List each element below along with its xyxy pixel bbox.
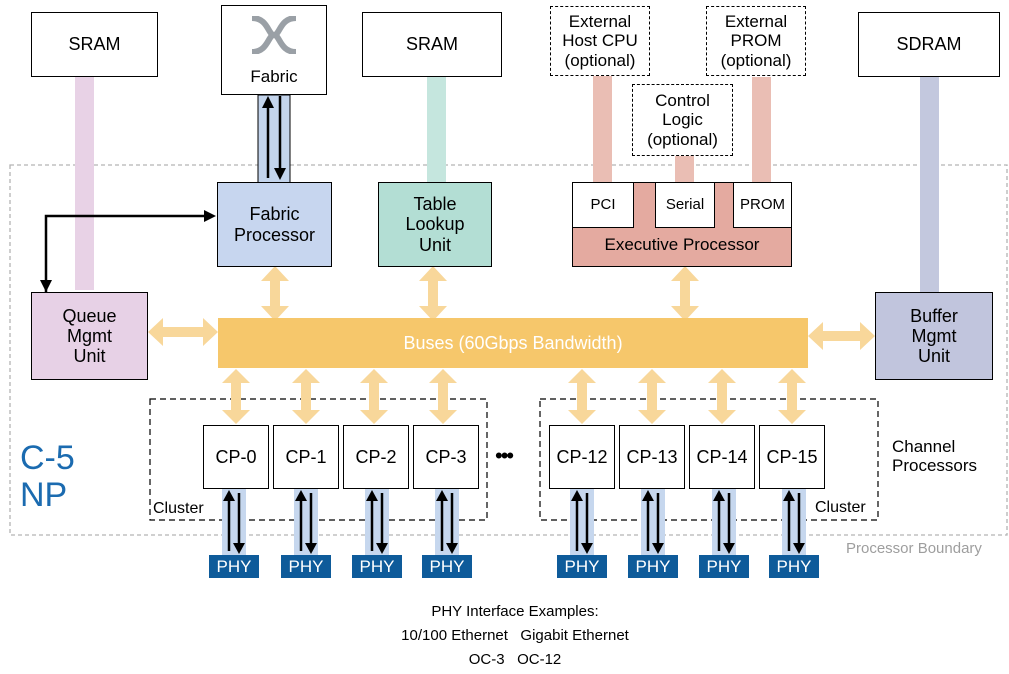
sram-queue-link [75,77,94,290]
bidirectional-arrow-icon [223,490,245,554]
phy-examples-line1: 10/100 Ethernet Gigabit Ethernet [401,627,629,644]
table-lookup-box: Table Lookup Unit [378,182,492,267]
buffer-mgmt-box: Buffer Mgmt Unit [875,292,993,380]
chip-name: C-5 NP [20,439,75,514]
control-logic-label: Control Logic (optional) [647,91,718,149]
sram-mid-box: SRAM [362,12,502,77]
cp-15: CP-15 [759,425,825,489]
bidirectional-arrow-icon [783,490,805,554]
phy-13: PHY [628,555,678,578]
cp-phy-link-5 [641,489,665,555]
prom-label: PROM [740,195,785,213]
cp-phy-link-2 [365,489,389,555]
phy-14: PHY [699,555,749,578]
prom-link [752,77,771,182]
bidirectional-arrow-icon [295,490,317,554]
hostcpu-pci-link [593,76,612,182]
queue-to-fabric-arrowhead [204,210,216,222]
control-logic-box: Control Logic (optional) [632,84,733,156]
cp-1: CP-1 [273,425,339,489]
sdram-buffer-link [920,77,939,292]
fabric-label: Fabric [250,66,298,86]
cluster-left-label: Cluster [153,500,204,518]
cp-phy-link-1 [294,489,318,555]
channel-processors-label: Channel Processors [892,437,978,476]
external-host-cpu-label: External Host CPU (optional) [562,12,638,70]
sram-table-link [427,77,446,185]
cluster-left [149,398,488,521]
executive-processor-label: Executive Processor [604,235,760,254]
external-prom-label: External PROM (optional) [720,12,792,70]
phy-15: PHY [769,555,819,578]
executive-processor-box: PCI Serial PROM Executive Processor [572,182,792,267]
fabric-processor-box: Fabric Processor [217,182,332,267]
phy-3: PHY [422,555,472,578]
phy-0: PHY [209,555,259,578]
bidirectional-arrow-icon [436,490,458,554]
bidirectional-arrow-icon [713,490,735,554]
bus-arrows [148,266,875,350]
cp-14: CP-14 [689,425,755,489]
serial-box: Serial [655,183,715,228]
queue-mgmt-box: Queue Mgmt Unit [31,292,148,380]
serial-label: Serial [665,195,705,213]
sdram-label: SDRAM [896,34,962,55]
queue-mgmt-label: Queue Mgmt Unit [62,305,117,367]
cp-phy-link-6 [712,489,736,555]
phy-12: PHY [557,555,607,578]
cp-13: CP-13 [619,425,685,489]
buses-bar: Buses (60Gbps Bandwidth) [218,318,808,368]
fabric-processor-label: Fabric Processor [233,204,316,245]
phy-1: PHY [281,555,331,578]
processor-boundary [9,164,1008,536]
bidirectional-arrow-icon [642,490,664,554]
sram-left-box: SRAM [31,12,158,77]
cp-phy-link-0 [222,489,246,555]
cp-2: CP-2 [343,425,409,489]
fabric-switch-icon [251,16,297,54]
external-prom-box: External PROM (optional) [706,6,806,76]
processor-boundary-label: Processor Boundary [846,540,982,557]
sram-mid-label: SRAM [405,34,458,55]
fabric-link [257,94,291,184]
cp-12: CP-12 [549,425,615,489]
phy-examples: PHY Interface Examples: 10/100 Ethernet … [360,600,670,672]
pci-label: PCI [590,195,616,213]
bidirectional-arrow-icon [571,490,593,554]
bidirectional-arrow-icon [366,490,388,554]
external-host-cpu-box: External Host CPU (optional) [550,6,650,76]
fabric-box: Fabric [221,5,327,95]
control-serial-link [675,156,694,183]
cp-phy-link-3 [435,489,459,555]
table-lookup-label: Table Lookup Unit [405,194,465,255]
ellipsis: ••• [495,443,514,468]
phy-2: PHY [352,555,402,578]
sram-left-label: SRAM [68,34,121,55]
phy-examples-line2: OC-3 OC-12 [468,651,562,668]
cluster-right-label: Cluster [815,499,866,517]
buffer-mgmt-label: Buffer Mgmt Unit [910,305,958,367]
cp-0: CP-0 [203,425,269,489]
phy-examples-title: PHY Interface Examples: [431,603,599,620]
prom-box: PROM [733,183,791,228]
cp-phy-link-7 [782,489,806,555]
cp-3: CP-3 [413,425,479,489]
buses-label: Buses (60Gbps Bandwidth) [403,332,623,353]
cp-phy-link-4 [570,489,594,555]
pci-box: PCI [573,183,634,228]
sdram-box: SDRAM [858,12,1000,77]
